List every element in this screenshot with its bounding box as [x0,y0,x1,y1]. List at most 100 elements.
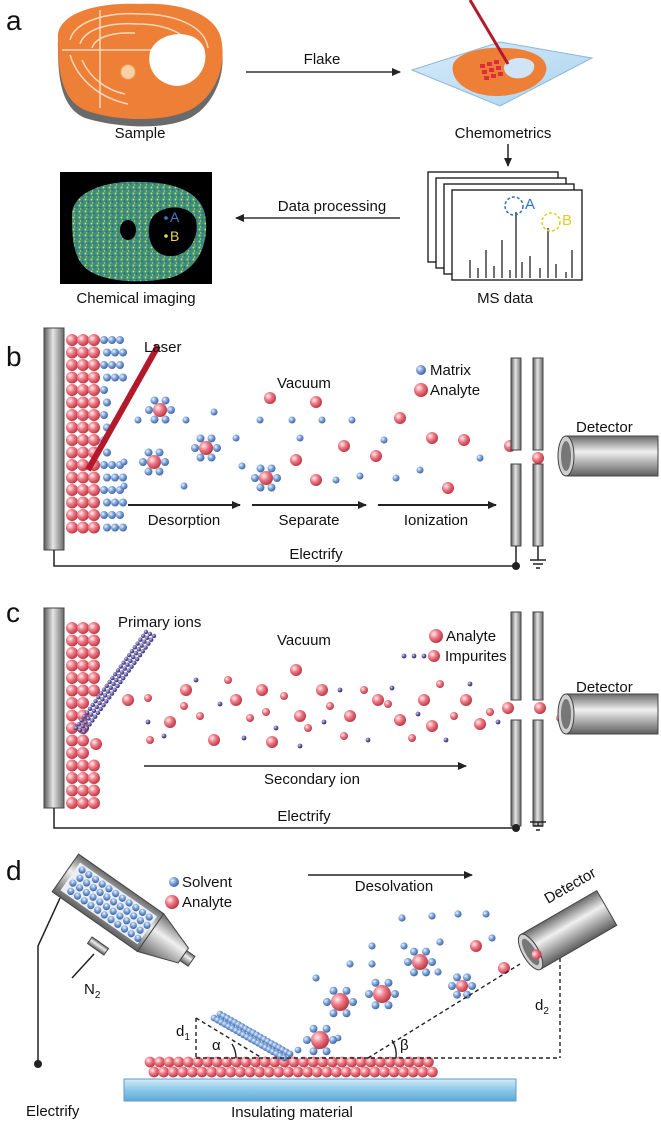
impurity-molecule [146,736,154,744]
analyte-molecule [154,1056,166,1068]
analyte-molecule [88,672,100,684]
primary-ion [118,664,124,669]
analyte-molecule [346,1056,357,1068]
electrify-label: Electrify [26,1103,80,1120]
primary-ion [95,710,101,715]
analyte-molecule [290,454,302,466]
analyte-molecule [379,1066,390,1078]
analyte-molecule [148,1066,160,1078]
primary-ion [94,704,100,710]
analyte-molecule [498,962,510,974]
lower-electrode-2 [532,719,544,827]
matrix-molecule [318,416,326,424]
analyte-molecule [231,1056,242,1068]
solvent-molecule [130,912,138,920]
analyte-legend-marker [165,895,179,909]
solvent-molecule [482,910,490,918]
analyte-molecule [359,1066,371,1078]
solvent-molecule [323,998,331,1006]
primary-ion [114,677,119,683]
data-processing-label: Data processing [278,198,386,215]
primary-ion [90,702,96,708]
analyte-molecule [66,634,78,647]
matrix-molecule [119,373,127,382]
impurity-molecule [196,712,204,720]
analyte-molecule [66,659,78,672]
solvent-molecule [251,474,259,482]
analyte-molecule [77,371,89,384]
analyte-molecule [77,622,89,634]
solvent-molecule [161,415,170,424]
solvent-molecule [167,406,175,414]
solvent-molecule [196,434,205,443]
analyte-molecule [394,412,406,424]
primary-ion [99,691,104,696]
solvent-molecule [428,958,436,966]
analyte-molecule [77,647,89,659]
analyte-molecule [215,1066,227,1078]
analyte-molecule [167,1066,179,1078]
primary-ion [135,656,140,662]
analyte-molecule [456,980,468,992]
chemometrics-slide-illustration [410,0,594,107]
impurity-molecule [389,685,395,691]
analyte-molecule [311,1066,323,1078]
analyte-molecule [244,1066,256,1078]
analyte-molecule [66,709,78,722]
ground-symbol [530,821,546,831]
upper-electrode-1 [510,357,522,451]
analyte-molecule [372,694,384,706]
analyte-molecule [180,684,192,696]
laser-beam [468,0,510,65]
analyte-molecule [66,722,78,734]
impurity-molecule [246,714,254,722]
primary-ion [121,676,126,681]
matrix-molecule [103,473,111,482]
matrix-molecule [108,486,116,494]
panel-c-letter: c [6,597,20,628]
primary-ion [135,641,140,646]
solvent-molecule [73,892,82,900]
impurity-molecule [467,681,473,687]
primary-ion [103,693,108,698]
solvent-molecule [82,888,90,897]
solvent-molecule [196,453,205,462]
primary-ion [129,649,135,654]
solvent-molecule [256,464,265,473]
analyte-molecule [283,1066,294,1078]
primary-ion [111,681,116,687]
analyte-molecule [264,392,276,404]
solvent-molecule [134,934,142,943]
solvent-molecule [80,897,88,905]
solvent-molecule [191,444,199,452]
ms-spectrum-peaks [469,212,573,278]
solvent-molecule [384,1001,393,1010]
secondary-ion-label: Secondary ion [264,771,360,788]
solvent-molecule [144,448,153,457]
matrix-molecule [100,411,108,419]
solvent-molecule [410,968,418,977]
analyte-molecule [259,471,273,485]
analyte-molecule [403,1056,415,1068]
matrix-molecule [296,434,304,442]
sample-plate [43,607,65,809]
analyte-molecule [412,954,428,970]
analyte-molecule [235,1066,246,1078]
analyte-molecule [458,434,470,446]
impurity-molecule [145,719,151,725]
solvent-molecule [103,893,111,901]
matrix-molecule [100,386,108,394]
analyte-molecule [66,647,78,659]
matrix-molecule [111,373,119,382]
upper-electrode-2 [532,357,544,451]
impurity-molecule [337,687,343,693]
primary-ion [73,725,79,731]
impurity-molecule [273,725,279,731]
solvent-molecule [136,926,144,934]
analyte-molecule [66,334,78,346]
solvent-molecule [78,866,86,874]
impurity-molecule [411,653,417,659]
insulating-label: Insulating material [231,1104,353,1121]
analyte-molecule [365,1056,377,1068]
